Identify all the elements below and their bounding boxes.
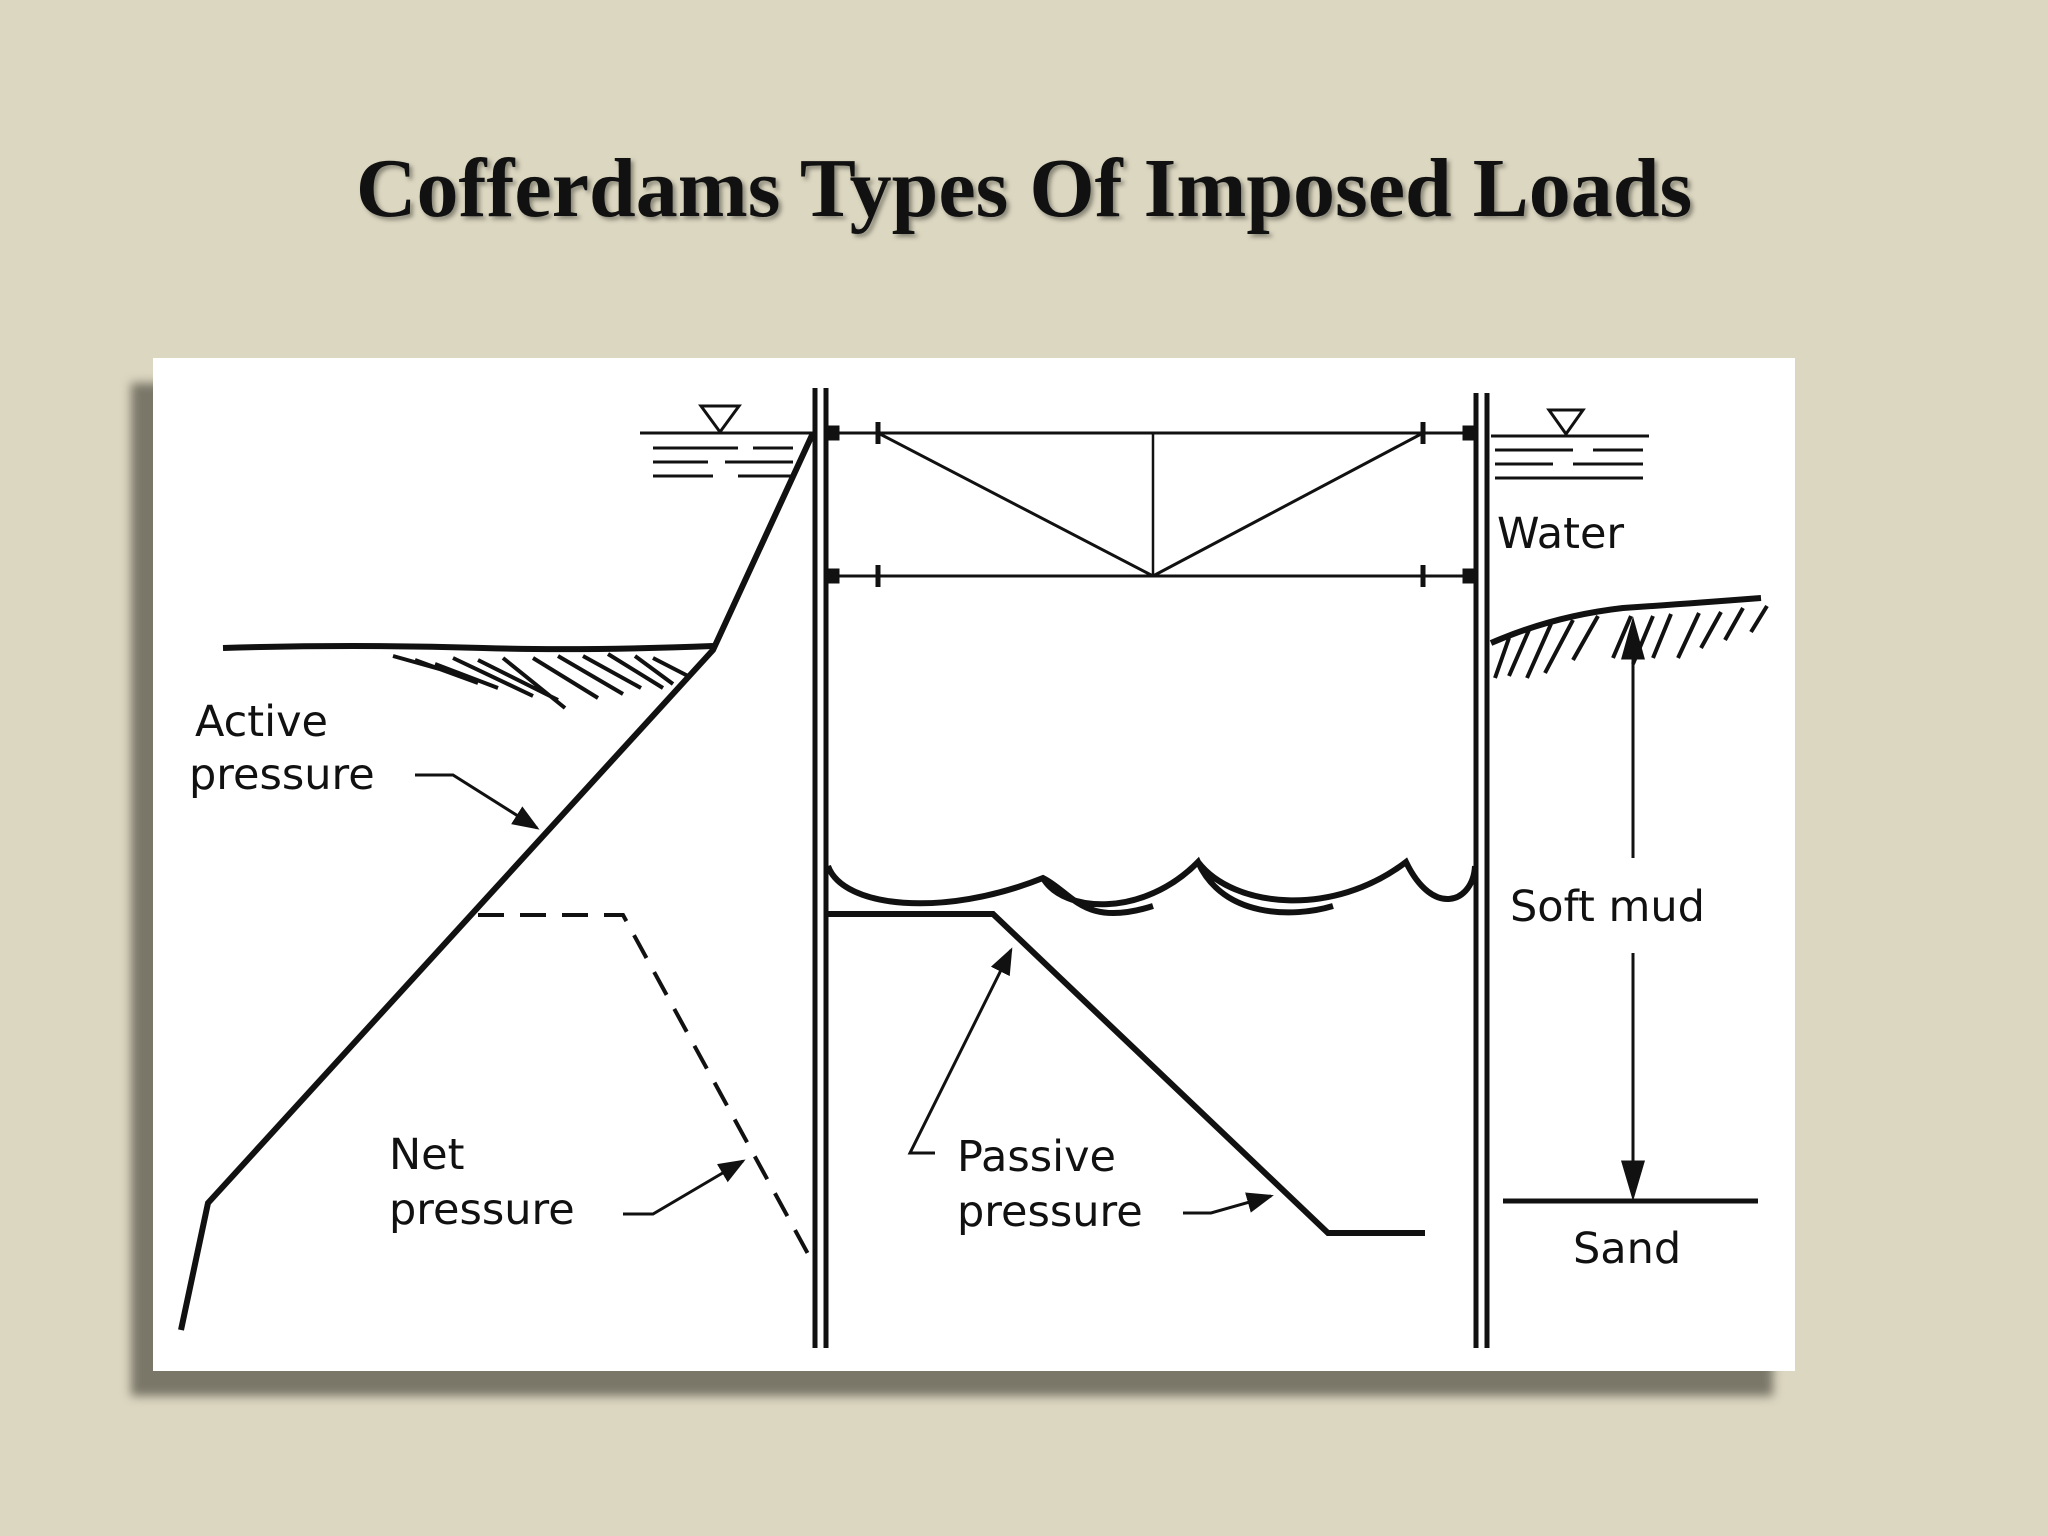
sheet-pile-right [1473, 393, 1490, 1348]
label-sand: Sand [1573, 1224, 1681, 1274]
figure-panel: Active pressure Net pressure Passive pre… [153, 358, 1795, 1371]
label-passive-pressure: pressure [957, 1187, 1143, 1237]
net-pressure-leader [623, 1159, 746, 1216]
soft-mud-dimension [1620, 616, 1646, 1202]
passive-pressure-leader-down [1183, 1192, 1274, 1215]
label-active-pressure: pressure [189, 750, 375, 800]
sheet-pile-left [812, 388, 829, 1348]
slide-title: Cofferdams Types Of Imposed Loads [355, 142, 1693, 235]
label-soft-mud: Soft mud [1510, 882, 1705, 932]
label-water: Water [1497, 509, 1624, 559]
passive-pressure-leader-up [907, 947, 1013, 1155]
ground-left [222, 643, 714, 710]
excavation-bottom [825, 856, 1478, 917]
cofferdam-diagram: Active pressure Net pressure Passive pre… [178, 388, 1769, 1348]
passive-pressure-line [828, 911, 1425, 1236]
label-net: Net [389, 1130, 464, 1180]
label-active: Active [195, 697, 328, 747]
label-passive: Passive [957, 1132, 1116, 1182]
water-level-right [1491, 408, 1649, 480]
active-pressure-leader [415, 773, 540, 830]
ground-right [1489, 595, 1769, 679]
net-pressure-dashed-line [478, 913, 815, 1264]
active-pressure-line [178, 431, 816, 1331]
label-net-pressure: pressure [389, 1185, 575, 1235]
bracing-frame [826, 422, 1476, 587]
water-level-left [640, 404, 813, 478]
